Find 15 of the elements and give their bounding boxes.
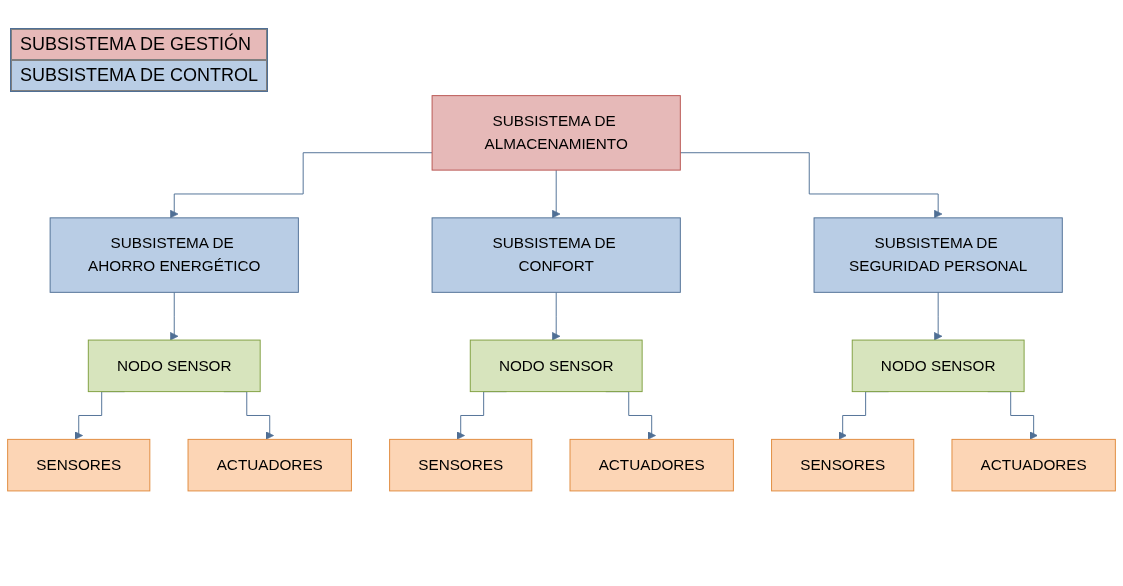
node-box: NODO SENSOR	[87, 339, 261, 392]
node-box: ACTUADORES	[951, 438, 1116, 492]
node-box: SENSORES	[771, 438, 915, 492]
node-box: SENSORES	[7, 438, 151, 492]
node-box: ACTUADORES	[569, 438, 734, 492]
legend-entry: SUBSISTEMA DE CONTROL	[11, 60, 268, 91]
node-box: NODO SENSOR	[469, 339, 643, 392]
node-box: SUBSISTEMA DE ALMACENAMIENTO	[431, 94, 681, 171]
node-box: NODO SENSOR	[851, 339, 1025, 392]
node-box: SENSORES	[389, 438, 533, 492]
node-box: ACTUADORES	[187, 438, 352, 492]
node-box: SUBSISTEMA DE CONFORT	[431, 217, 681, 293]
legend-entry: SUBSISTEMA DE GESTIÓN	[11, 29, 268, 60]
node-box: SUBSISTEMA DE SEGURIDAD PERSONAL	[813, 217, 1063, 293]
node-box: SUBSISTEMA DE AHORRO ENERGÉTICO	[49, 217, 299, 293]
